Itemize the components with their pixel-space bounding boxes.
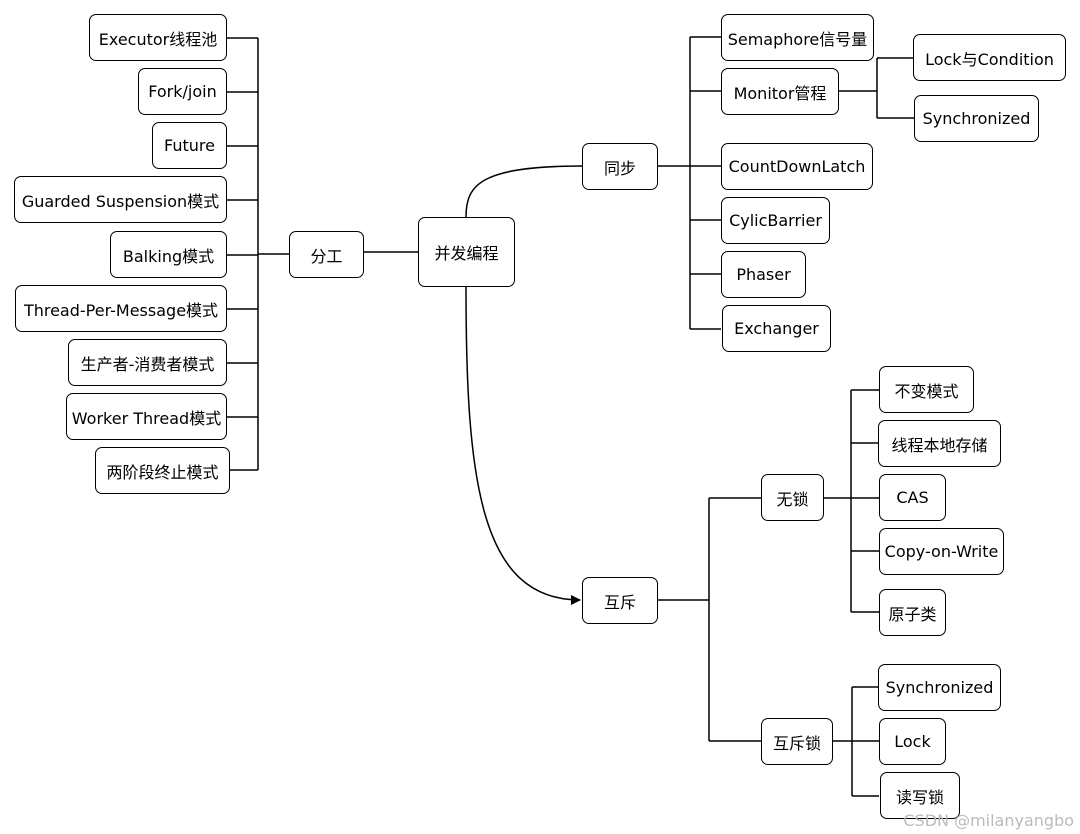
root-node: 并发编程 <box>418 217 515 287</box>
lock-free-item-immutable: 不变模式 <box>879 366 974 413</box>
division-item-worker-thread: Worker Thread模式 <box>66 393 227 440</box>
sync-item-countdownlatch: CountDownLatch <box>721 143 873 190</box>
sync-item-monitor: Monitor管程 <box>721 68 839 115</box>
locks-item-lock: Lock <box>879 718 946 765</box>
watermark: CSDN @milanyangbo <box>903 811 1074 830</box>
division-node: 分工 <box>289 231 364 278</box>
locks-item-rw-lock: 读写锁 <box>880 772 960 819</box>
monitor-item-synchronized: Synchronized <box>914 95 1039 142</box>
lock-free-item-thread-local: 线程本地存储 <box>878 420 1001 467</box>
division-item-two-phase-termination: 两阶段终止模式 <box>95 447 230 494</box>
sync-item-exchanger: Exchanger <box>722 305 831 352</box>
locks-node: 互斥锁 <box>761 718 833 765</box>
division-item-forkjoin: Fork/join <box>138 68 227 115</box>
division-item-guarded-suspension: Guarded Suspension模式 <box>14 176 227 223</box>
locks-item-synchronized: Synchronized <box>878 664 1001 711</box>
division-item-future: Future <box>152 122 227 169</box>
lock-free-node: 无锁 <box>761 474 824 521</box>
division-item-balking: Balking模式 <box>110 231 227 278</box>
division-item-thread-per-message: Thread-Per-Message模式 <box>15 285 227 332</box>
lock-free-item-copy-on-write: Copy-on-Write <box>879 528 1004 575</box>
lock-free-item-atomic: 原子类 <box>879 589 946 636</box>
sync-item-phaser: Phaser <box>721 251 806 298</box>
sync-item-semaphore: Semaphore信号量 <box>721 14 874 61</box>
sync-node: 同步 <box>582 143 658 190</box>
connector-root-mutex <box>465 286 581 605</box>
mutex-node: 互斥 <box>582 577 658 624</box>
division-item-executor: Executor线程池 <box>89 14 227 61</box>
sync-item-cylicbarrier: CylicBarrier <box>721 197 830 244</box>
division-item-producer-consumer: 生产者-消费者模式 <box>68 339 227 386</box>
lock-free-item-cas: CAS <box>879 474 946 521</box>
monitor-item-lock-condition: Lock与Condition <box>913 34 1066 81</box>
connector-root-sync <box>465 165 583 218</box>
